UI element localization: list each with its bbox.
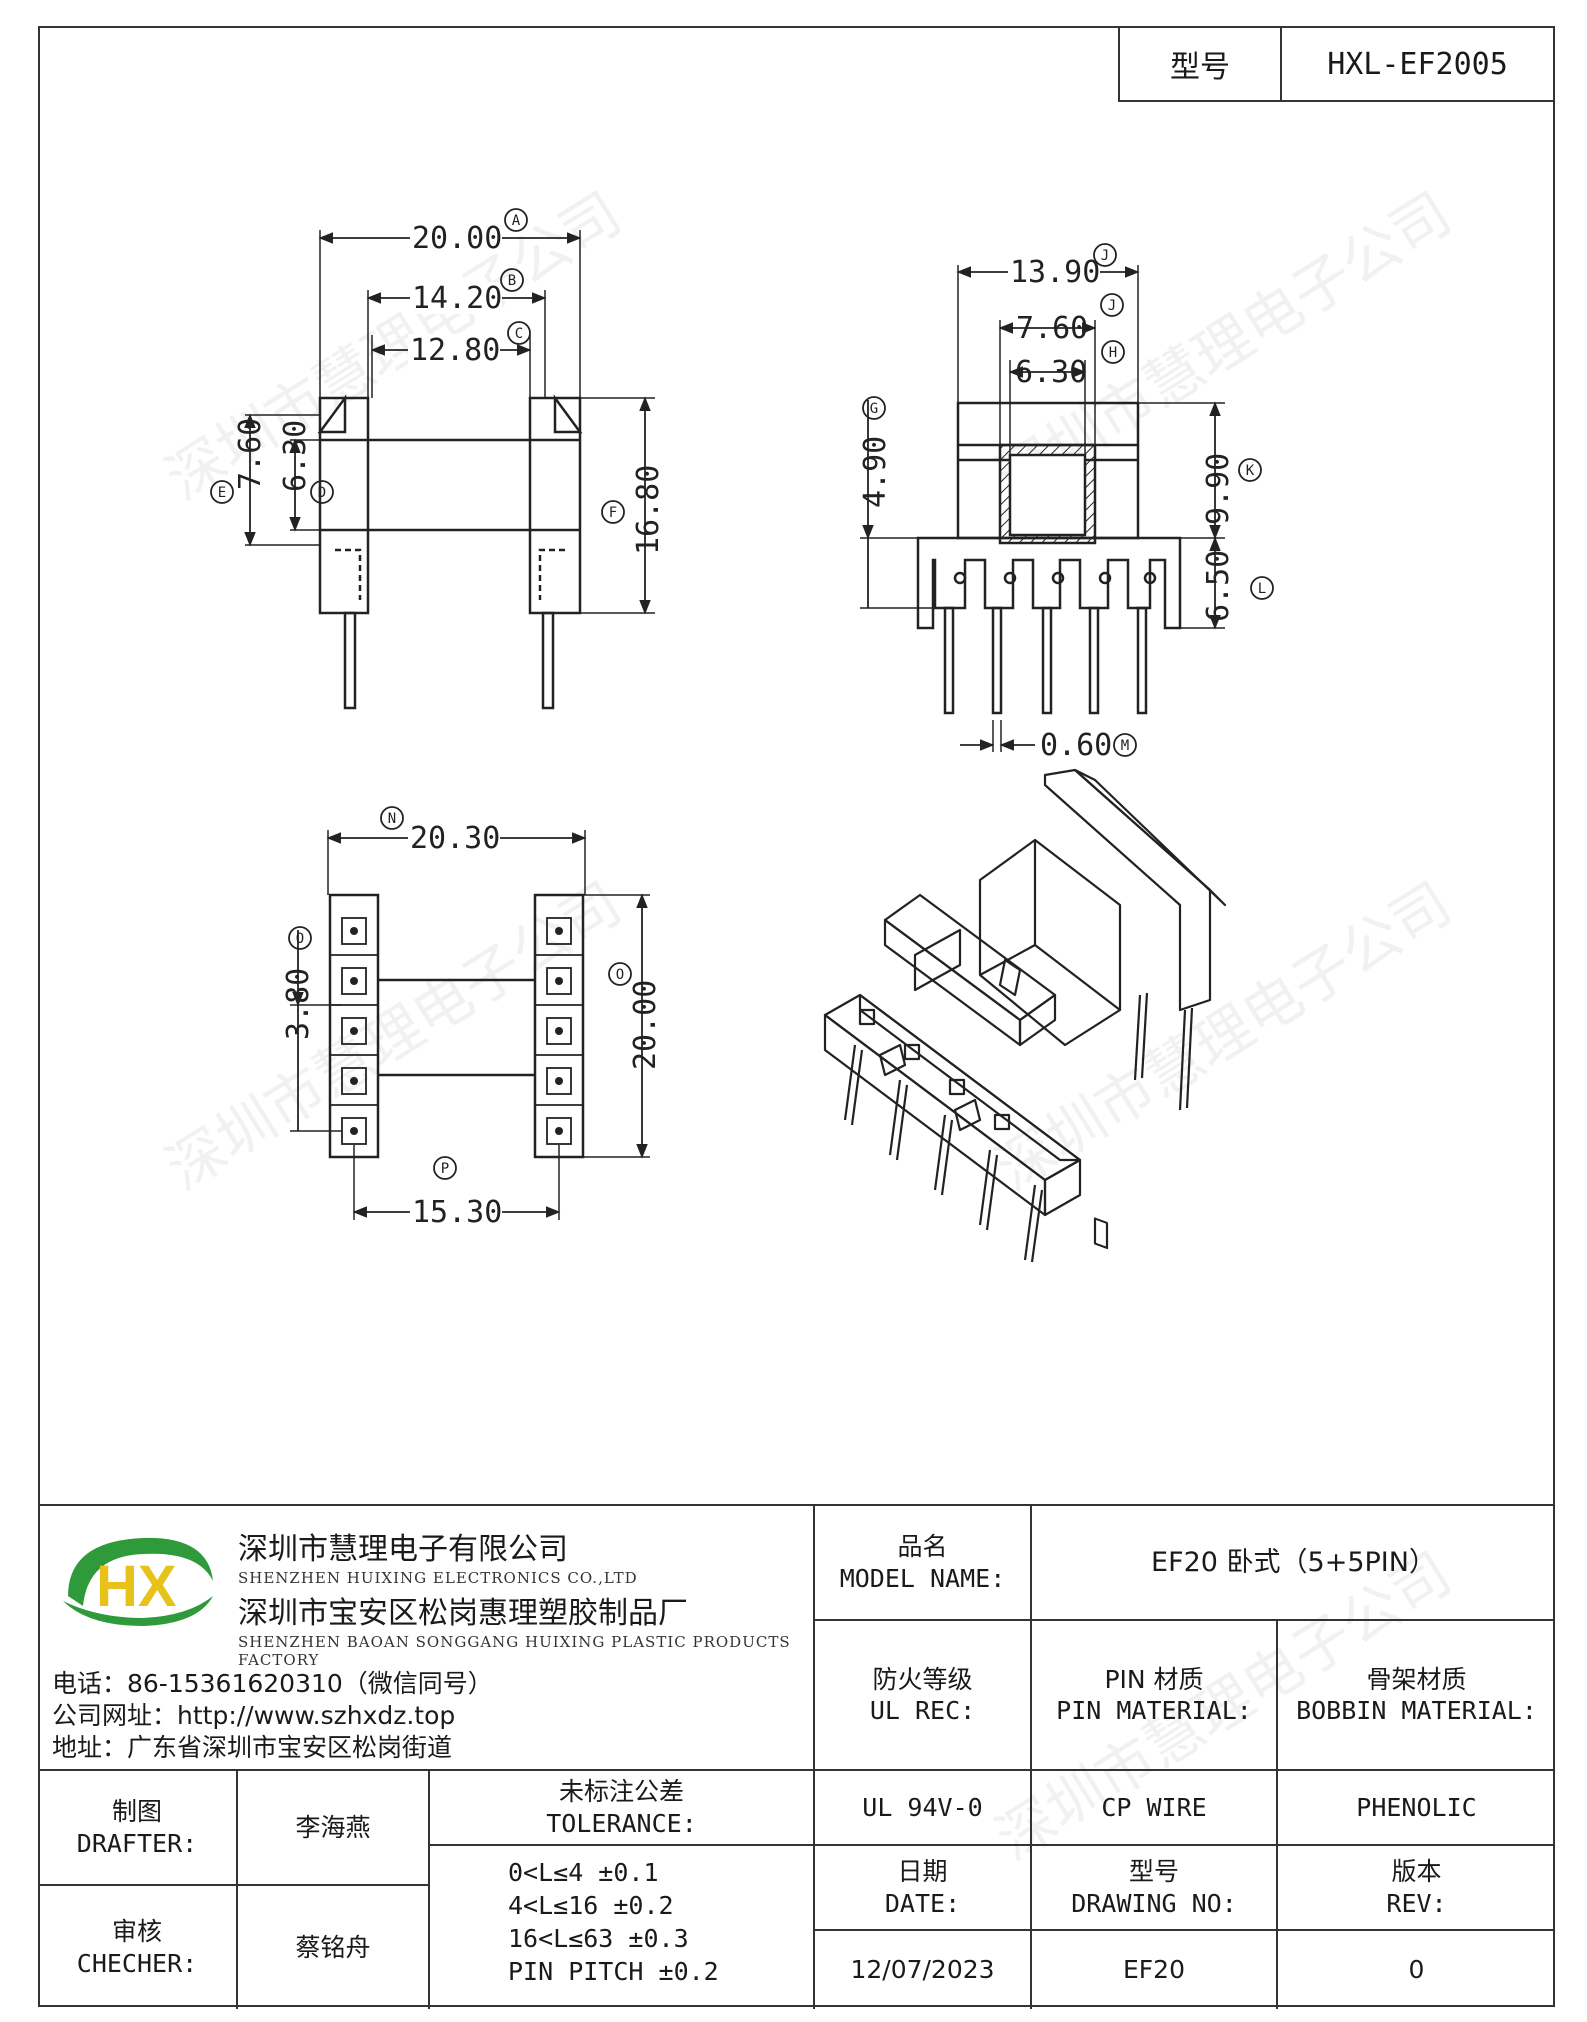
dim-d: 6.30 <box>278 420 313 492</box>
label-h1: H <box>1109 345 1117 361</box>
company-cn-name-1: 深圳市慧理电子有限公司 <box>238 1532 568 1567</box>
label-o2: O <box>616 967 624 983</box>
checker-label: 审核 CHECHER: <box>76 1917 198 1978</box>
dim-e: 7.60 <box>233 418 268 490</box>
product-name-label: 品名 MODEL NAME: <box>839 1532 1006 1593</box>
dim-j2: 7.60 <box>1016 311 1088 346</box>
dim-p: 15.30 <box>412 1195 502 1230</box>
company-cn-name-2: 深圳市宝安区松岗惠理塑胶制品厂 <box>238 1596 688 1631</box>
isometric-view <box>823 768 1227 1263</box>
bottom-view <box>290 830 650 1220</box>
tolerance-line: 16<L≤63 ±0.3 <box>508 1924 689 1953</box>
dim-o1: 3.80 <box>281 968 316 1040</box>
drafter-value: 李海燕 <box>295 1812 371 1842</box>
label-f: F <box>609 505 617 521</box>
label-g: G <box>870 401 878 417</box>
company-address: 地址：广东省深圳市宝安区松岗街道 <box>52 1733 453 1762</box>
bobbin-material-label: 骨架材质 BOBBIN MATERIAL: <box>1296 1664 1537 1725</box>
product-name-value: EF20 卧式（5+5PIN） <box>1151 1546 1436 1578</box>
dim-l: 6.50 <box>1201 550 1236 622</box>
model-label: 型号 <box>1120 28 1282 100</box>
drawing-no-value: EF20 <box>1123 1955 1185 1985</box>
label-b: B <box>508 273 516 289</box>
pin-material-label: PIN 材质 PIN MATERIAL: <box>1056 1664 1252 1725</box>
front-view <box>860 265 1225 752</box>
company-en-name-1: SHENZHEN HUIXING ELECTRONICS CO.,LTD <box>238 1569 638 1587</box>
dim-a: 20.00 <box>412 221 502 256</box>
dim-b: 14.20 <box>412 281 502 316</box>
label-k: K <box>1246 463 1255 479</box>
model-value: HXL-EF2005 <box>1327 46 1508 82</box>
date-label: 日期 DATE: <box>884 1857 961 1918</box>
tolerance-line: PIN PITCH ±0.2 <box>508 1957 719 1986</box>
rev-value: 0 <box>1408 1955 1425 1985</box>
technical-drawing: 20.00 14.20 12.80 7.60 6.30 16.80 A B C … <box>210 208 1274 1263</box>
label-m: M <box>1121 738 1129 754</box>
title-block: HX 深圳市慧理电子有限公司 SHENZHEN HUIXING ELECTRON… <box>38 1504 1555 2009</box>
tolerance-line: 4<L≤16 ±0.2 <box>508 1891 674 1920</box>
company-website: 公司网址：http://www.szhxdz.top <box>52 1701 456 1730</box>
logo-letters: HX <box>96 1554 177 1619</box>
label-a: A <box>512 213 521 229</box>
model-number-box: 型号 HXL-EF2005 <box>1118 26 1555 102</box>
company-en-name-2: SHENZHEN BAOAN SONGGANG HUIXING PLASTIC … <box>238 1633 791 1669</box>
label-c: C <box>515 326 523 342</box>
dim-h1: 6.30 <box>1015 355 1087 390</box>
bobbin-material-value: PHENOLIC <box>1356 1792 1477 1822</box>
label-n: N <box>388 811 396 827</box>
dim-c: 12.80 <box>410 333 500 368</box>
company-logo: HX <box>48 1526 218 1636</box>
label-p: P <box>441 1161 449 1177</box>
label-o1: O <box>296 931 304 947</box>
ul-rec-label: 防火等级 UL REC: <box>869 1664 976 1725</box>
dim-g: 4.90 <box>858 436 893 508</box>
label-e: E <box>218 485 226 501</box>
dim-n: 20.30 <box>410 821 500 856</box>
label-j2: J <box>1108 298 1116 314</box>
label-d: D <box>318 485 326 501</box>
company-info: HX 深圳市慧理电子有限公司 SHENZHEN HUIXING ELECTRON… <box>38 1506 813 1771</box>
label-l: L <box>1258 581 1266 597</box>
dim-f: 16.80 <box>631 465 666 555</box>
drafter-label: 制图 DRAFTER: <box>76 1797 198 1858</box>
label-j1: J <box>1101 248 1109 264</box>
dim-o2: 20.00 <box>628 980 663 1070</box>
dim-k: 9.90 <box>1201 453 1236 525</box>
company-phone: 电话：86-15361620310（微信同号） <box>52 1669 493 1698</box>
rev-label: 版本 REV: <box>1386 1857 1447 1918</box>
tolerance-label: 未标注公差 TOLERANCE: <box>546 1777 697 1838</box>
date-value: 12/07/2023 <box>850 1955 995 1985</box>
dim-j1: 13.90 <box>1010 255 1100 290</box>
checker-value: 蔡铭舟 <box>295 1932 371 1962</box>
tolerance-line: 0<L≤4 ±0.1 <box>508 1858 659 1887</box>
drawing-no-label: 型号 DRAWING NO: <box>1071 1857 1237 1918</box>
dim-m: 0.60 <box>1040 728 1112 763</box>
tolerance-values: 0<L≤4 ±0.1 4<L≤16 ±0.2 16<L≤63 ±0.3 PIN … <box>508 1856 898 1988</box>
ul-rec-value: UL 94V-0 <box>862 1792 983 1822</box>
drawing-frame <box>38 26 1555 2007</box>
pin-material-value: CP WIRE <box>1101 1792 1207 1822</box>
